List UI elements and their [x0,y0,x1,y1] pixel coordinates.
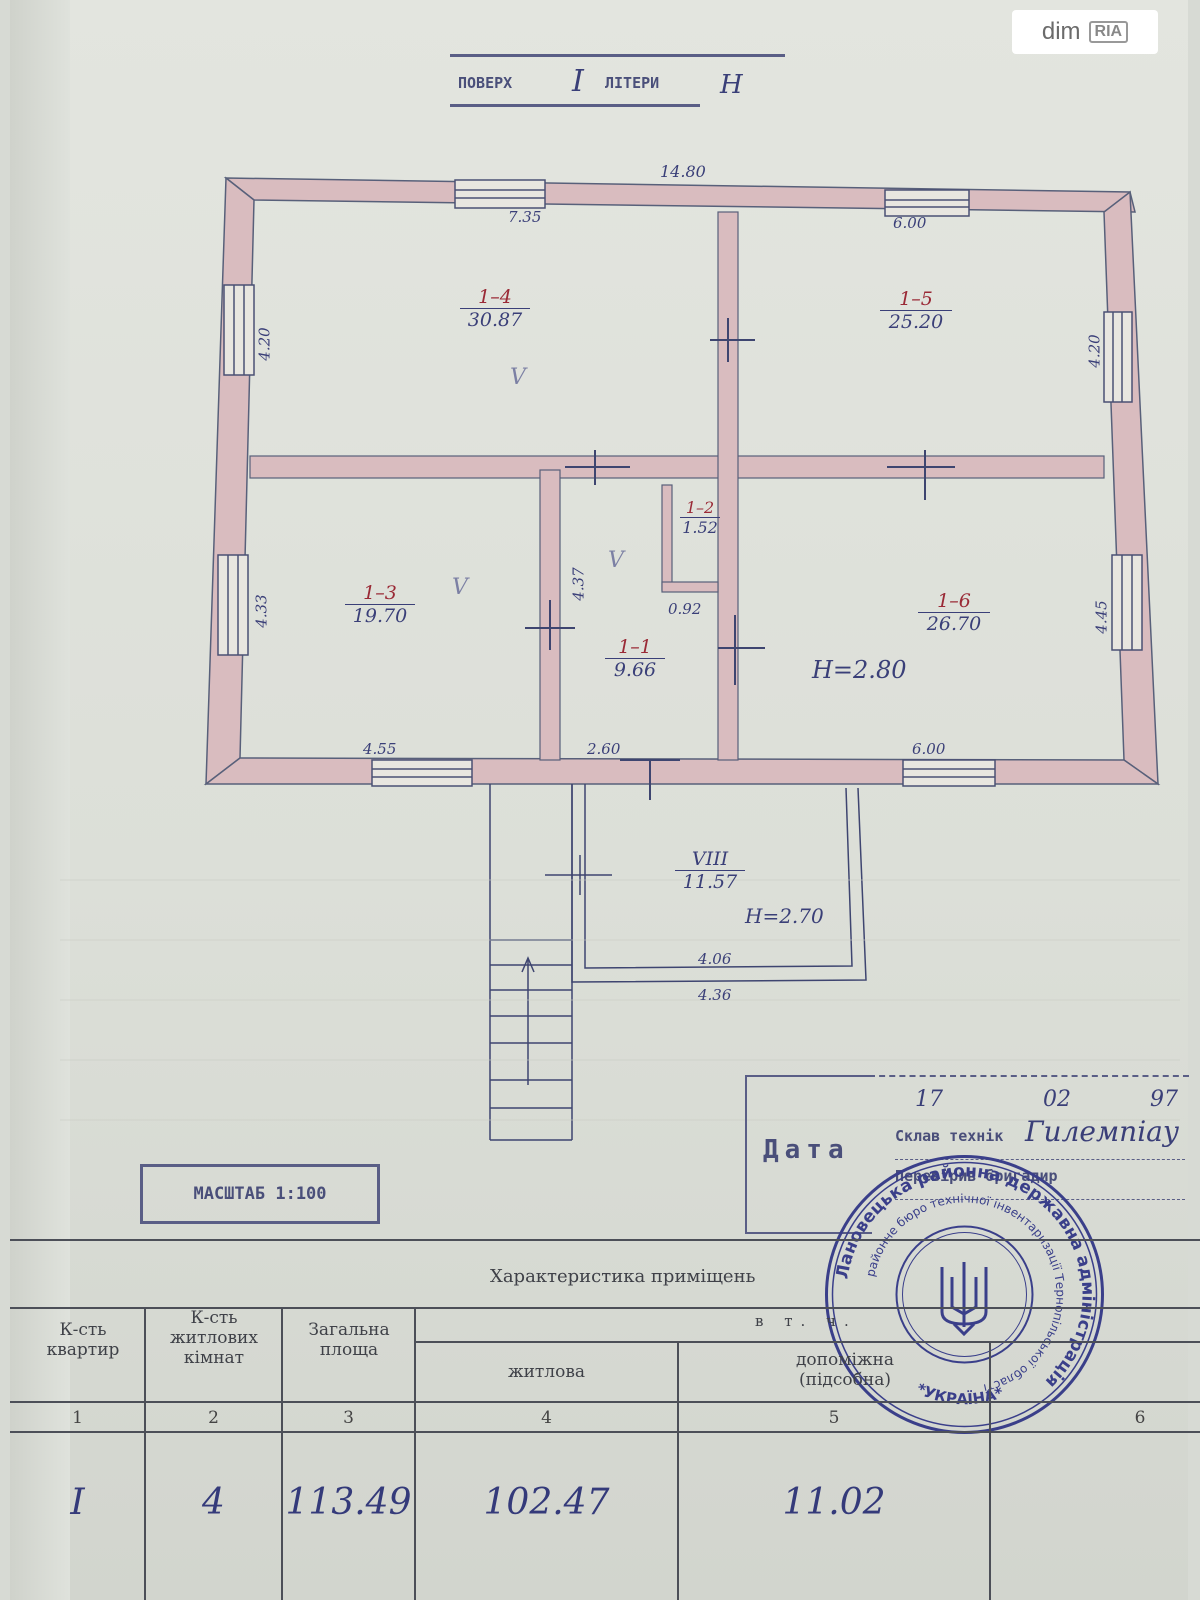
date-label: Дата [763,1135,850,1165]
room-1-1: 1–1 9.66 [605,636,665,681]
scale-text: МАСШТАБ 1:100 [193,1184,327,1204]
col-number-5: 5 [828,1408,840,1428]
room-id: 1–5 [880,288,952,311]
room-area: 25.20 [888,311,944,333]
room-area: 9.66 [613,659,657,681]
paper-grid [60,879,1180,1121]
header-auxiliary-area: допоміжна (підсобна) [795,1350,895,1390]
dim-bottom-left: 4.55 [363,740,397,758]
floor-stamp: ПОВЕРХ I ЛІТЕРИ Н [450,52,785,114]
stairs [490,939,572,1141]
dim-mid-vertical: 4.37 [569,567,588,601]
value-total-area: 113.49 [285,1482,412,1523]
floor-plan [60,176,1180,1141]
room-porch: VIII 11.57 [675,848,745,893]
official-seal: Лановецька районна державна адміністраці… [822,1152,1107,1437]
dim-right-upper: 4.20 [1085,334,1104,368]
col-number-3: 3 [343,1408,354,1428]
header-living-area: житлова [507,1362,586,1382]
mark-v-2: V [452,575,468,600]
letter-value: Н [720,70,743,100]
dim-top-left: 7.35 [508,208,542,226]
value-living-area: 102.47 [483,1482,610,1523]
height-main: H=2.80 [812,656,907,684]
col-number-1: 1 [72,1408,83,1428]
windows [217,179,1143,787]
room-1-4: 1–4 30.87 [460,286,530,331]
dim-right-lower: 4.45 [1092,600,1111,634]
dim-closet: 0.92 [668,600,702,618]
room-id: VIII [675,848,745,871]
room-area: 1.52 [682,518,718,537]
room-area: 30.87 [467,309,523,331]
room-id: 1–4 [460,286,530,309]
page-fold [10,0,70,1600]
table-subheader: в т. ч. [755,1312,857,1330]
dim-porch-inner: 4.06 [698,950,732,968]
dim-overall-width: 14.80 [660,162,706,181]
dim-bottom-mid: 2.60 [587,740,621,758]
outer-walls [203,176,1161,786]
value-apartments: I [70,1482,85,1523]
room-1-2: 1–2 1.52 [680,498,720,537]
dim-top-right: 6.00 [893,214,927,232]
mark-v-1: V [510,365,526,390]
interior-walls [249,211,1105,761]
letter-prefix: ЛІТЕРИ [605,74,660,92]
room-id: 1–1 [605,636,665,659]
header-apartments: К-сть квартир [46,1320,120,1360]
date-month: 02 [1043,1087,1071,1112]
mark-v-3: V [608,548,624,573]
dim-left-upper: 4.20 [255,327,274,361]
header-total-area: Загальна площа [308,1320,390,1360]
room-1-6: 1–6 26.70 [918,590,990,635]
col-number-2: 2 [208,1408,219,1428]
room-area: 11.57 [682,871,738,893]
dim-bottom-right: 6.00 [912,740,946,758]
col-number-6: 6 [1134,1408,1146,1428]
watermark-logo: dim RIA [1012,10,1158,54]
table-title: Характеристика приміщень [490,1266,756,1287]
floor-value: I [572,64,584,99]
date-year: 97 [1150,1087,1178,1112]
dim-left-lower: 4.33 [252,594,271,628]
floor-prefix: ПОВЕРХ [458,74,513,92]
room-1-3: 1–3 19.70 [345,582,415,627]
room-id: 1–6 [918,590,990,613]
header-living-rooms: К-сть житлових кімнат [170,1308,258,1368]
doors [525,318,955,800]
value-living-rooms: 4 [202,1482,225,1523]
room-id: 1–3 [345,582,415,605]
checked-label: Перевірив бригадир [895,1167,1058,1185]
compiled-label: Склав технік [895,1127,1004,1145]
date-day: 17 [915,1087,943,1112]
date-stamp: Дата 17 02 97 Склав технік Гилемпіау Пер… [745,1075,1189,1235]
value-auxiliary-area: 11.02 [782,1482,886,1523]
dim-porch-outer: 4.36 [698,986,732,1004]
document-sheet [10,0,1188,1600]
watermark-brand: dim [1041,18,1081,45]
col-number-4: 4 [541,1408,552,1428]
room-area: 26.70 [926,613,982,635]
room-1-5: 1–5 25.20 [880,288,952,333]
compiled-signature: Гилемпіау [1025,1115,1180,1148]
characteristics-table: Характеристика приміщень в т. ч. К-сть к… [10,1238,1200,1600]
scale-stamp: МАСШТАБ 1:100 [140,1164,380,1224]
room-id: 1–2 [680,498,720,518]
trident-emblem-icon [940,1262,988,1337]
room-area: 19.70 [352,605,408,627]
watermark-badge: RIA [1088,21,1129,43]
height-porch: H=2.70 [745,904,824,928]
